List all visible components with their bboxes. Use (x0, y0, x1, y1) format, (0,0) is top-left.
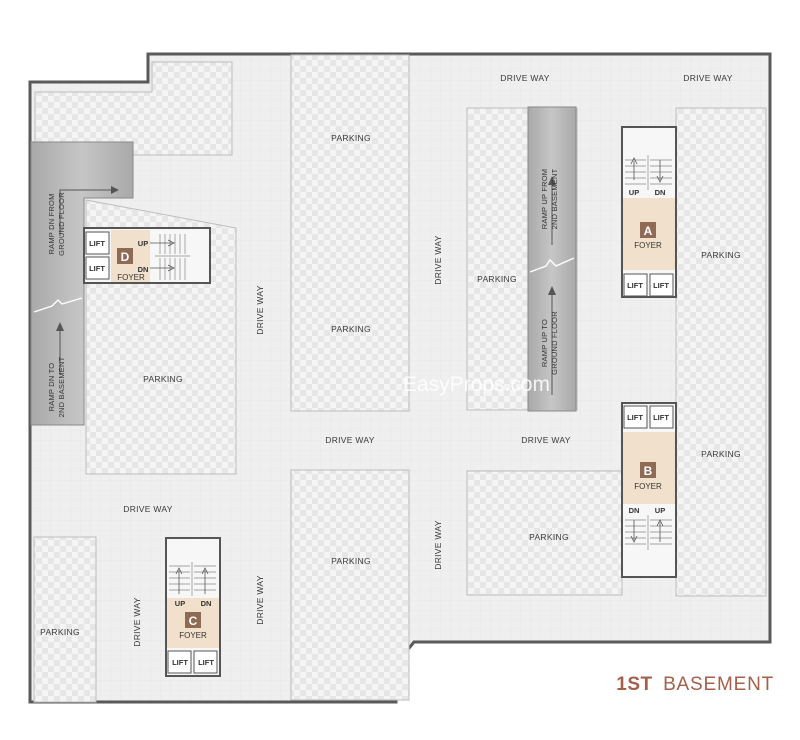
core-d-dn: DN (138, 265, 149, 274)
parking-center-bottom (290, 469, 410, 701)
core-b-up: UP (655, 506, 665, 515)
parking-label-center-top-1: PARKING (331, 133, 371, 143)
ramp-center-bottom-line2: GROUND FLOOR (550, 311, 559, 375)
ramp-center-top-line2: 2ND BASEMENT (550, 168, 559, 229)
core-a-dn: DN (655, 188, 666, 197)
core-a-foyer: FOYER (634, 241, 662, 250)
core-c-labels: UP DN C FOYER LIFT LIFT (172, 599, 214, 667)
parking-label-far-right-upper: PARKING (701, 250, 741, 260)
driveway-label-mid-center: DRIVE WAY (325, 435, 374, 445)
parking-bottom-left (33, 536, 97, 703)
driveway-label-vertical-bottom-left: DRIVE WAY (132, 597, 142, 646)
core-a-labels: UP DN A FOYER LIFT LIFT (627, 188, 669, 290)
driveway-label-vertical-center-lower: DRIVE WAY (433, 520, 443, 569)
core-b-lift-1: LIFT (627, 413, 643, 422)
driveway-label-vertical-left-lower: DRIVE WAY (255, 575, 265, 624)
driveway-label-top-center: DRIVE WAY (500, 73, 549, 83)
floor-title: 1ST BASEMENT (616, 674, 774, 695)
ramp-center-top-line1: RAMP UP FROM (540, 169, 549, 229)
core-c-lift-2: LIFT (198, 658, 214, 667)
core-d (83, 227, 211, 284)
core-b (621, 402, 677, 578)
core-c-up: UP (175, 599, 185, 608)
ramp-left-bottom-line2: 2ND BASEMENT (57, 356, 66, 417)
parking-right-lower (466, 470, 623, 596)
ramp-left-top-line2: GROUND FLOOR (57, 192, 66, 256)
core-a (621, 126, 677, 298)
driveway-label-vertical-center-upper: DRIVE WAY (433, 235, 443, 284)
ramp-left-top-line1: RAMP DN FROM (47, 193, 56, 254)
driveway-label-lower-left: DRIVE WAY (123, 504, 172, 514)
ramp-center (527, 106, 577, 412)
parking-label-left: PARKING (143, 374, 183, 384)
floor-title-level: 1ST (616, 674, 652, 695)
parking-label-center-top-2: PARKING (331, 324, 371, 334)
core-c-lift-1: LIFT (172, 658, 188, 667)
ramp-left (30, 141, 134, 426)
parking-label-far-right-lower: PARKING (701, 449, 741, 459)
core-d-foyer: FOYER (117, 273, 145, 282)
core-d-labels: LIFT LIFT UP D DN FOYER (89, 239, 148, 282)
parking-far-right (675, 107, 767, 597)
core-a-lift-1: LIFT (627, 281, 643, 290)
driveway-label-top-right: DRIVE WAY (683, 73, 732, 83)
core-b-dn: DN (629, 506, 640, 515)
ramp-center-bottom-line1: RAMP UP TO (540, 319, 549, 367)
core-a-badge: A (644, 224, 653, 238)
parking-label-center-bottom: PARKING (331, 556, 371, 566)
core-d-badge: D (121, 250, 130, 264)
ramp-labels: RAMP DN FROM GROUND FLOOR RAMP DN TO 2ND… (47, 168, 559, 417)
core-d-lift-2: LIFT (89, 264, 105, 273)
ramp-left-bottom-line1: RAMP DN TO (47, 363, 56, 412)
core-b-lift-2: LIFT (653, 413, 669, 422)
core-a-up: UP (629, 188, 639, 197)
parking-label-right-lower: PARKING (529, 532, 569, 542)
core-b-badge: B (644, 464, 653, 478)
core-d-lift-1: LIFT (89, 239, 105, 248)
core-c (165, 537, 221, 677)
watermark: EasyProps.com (403, 373, 550, 396)
driveway-label-vertical-left-upper: DRIVE WAY (255, 285, 265, 334)
core-a-lift-2: LIFT (653, 281, 669, 290)
core-b-foyer: FOYER (634, 482, 662, 491)
core-c-foyer: FOYER (179, 631, 207, 640)
parking-center-top (290, 54, 410, 412)
parking-top-left (34, 61, 233, 156)
parking-label-right-mid: PARKING (477, 274, 517, 284)
core-b-labels: LIFT LIFT B FOYER DN UP (627, 413, 669, 515)
core-c-badge: C (189, 614, 198, 628)
parking-label-bottom-left: PARKING (40, 627, 80, 637)
driveway-labels: DRIVE WAY DRIVE WAY DRIVE WAY DRIVE WAY … (123, 73, 732, 647)
parking-labels: PARKING PARKING PARKING PARKING PARKING … (40, 133, 741, 637)
core-d-up: UP (138, 239, 148, 248)
floor-title-name: BASEMENT (663, 674, 774, 695)
floor-title-text: 1ST BASEMENT (616, 674, 774, 695)
core-c-dn: DN (201, 599, 212, 608)
driveway-label-mid-right: DRIVE WAY (521, 435, 570, 445)
